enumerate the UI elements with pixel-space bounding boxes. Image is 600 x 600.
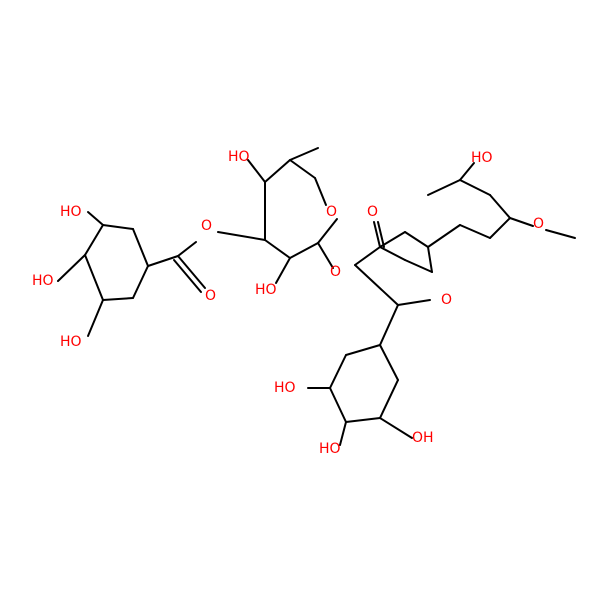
glycosidic-oxygen-label: O — [330, 264, 341, 280]
ketone-oxygen-label: O — [367, 204, 378, 220]
oh-galloyl-bottom-label: HO — [60, 334, 82, 350]
oh-sugar-bottom-label: HO — [255, 282, 277, 298]
b-ring-oh-bond-52 — [339, 421, 347, 446]
chromone-bond-32 — [397, 299, 431, 306]
a-ring-bond-37 — [489, 217, 511, 239]
galloyl-oh-bond-23 — [57, 254, 86, 282]
a-ring-bond-36 — [459, 224, 491, 239]
b-ring-oh-bond-53 — [379, 417, 413, 439]
oh-galloyl-top-label: HO — [60, 204, 82, 220]
b-ring-bond-48 — [345, 417, 381, 423]
oh-bring-right-label: OH — [412, 430, 434, 446]
methoxy-oxygen-label: O — [533, 216, 544, 232]
sugar-bond-3 — [317, 218, 338, 244]
sugar-bond-1 — [289, 159, 316, 179]
galloyl-ring-bond-20 — [102, 297, 134, 301]
galloyl-ring-bond-18 — [84, 224, 104, 256]
oh-bring-left-label: HO — [274, 380, 296, 396]
a-ring-bond-40 — [427, 179, 461, 196]
galloyl-ring-bond-19 — [84, 254, 104, 301]
sugar-ring-oxygen-label: O — [326, 204, 337, 220]
a-ring-bond-35 — [427, 224, 461, 248]
oh-bring-mid-label: HO — [319, 441, 341, 457]
sugar-bond-2 — [314, 177, 327, 206]
chromone-bond-28 — [427, 246, 433, 273]
galloyl-ring-bond-16 — [132, 228, 149, 267]
sugar-bond-0 — [264, 159, 291, 183]
chromone-bond-29 — [404, 231, 429, 248]
sugar-oh-bond-8 — [247, 159, 266, 183]
b-ring-bond-50 — [379, 344, 399, 381]
glycosidic-bond-11 — [317, 242, 334, 269]
methoxy-bond-42 — [509, 217, 534, 227]
oh-galloyl-mid-label: HO — [32, 273, 54, 289]
bonds-layer — [57, 147, 576, 446]
galloyl-oh-bond-22 — [87, 211, 104, 226]
sugar-oh-bond-10 — [275, 257, 291, 284]
b-ring-bond-49 — [379, 379, 399, 419]
chromone-bond-25 — [354, 246, 381, 266]
carbonyl-bond-13 — [177, 255, 206, 289]
chromone-bond-27 — [404, 259, 433, 273]
chromone-oh-bond-41 — [459, 162, 475, 181]
oh-sugar-top-label: HO — [228, 149, 250, 165]
atom-labels-layer: HO HO O O O O O O HO O HO HO HO HO HO OH — [32, 149, 544, 457]
galloyl-ring-bond-17 — [102, 224, 134, 230]
galloyl-ring-bond-21 — [132, 265, 149, 299]
b-ring-bond-47 — [329, 387, 347, 423]
oh-chromone-5-label: HO — [471, 150, 493, 166]
ester-o-bond-9 — [217, 231, 266, 241]
ketone-bond-34 — [377, 221, 385, 248]
b-ring-bond-46 — [329, 354, 347, 389]
chromone-bond-31 — [354, 264, 399, 306]
b-ring-bond-44 — [379, 304, 399, 346]
carbonyl-bond-14 — [173, 259, 202, 293]
ester-oxygen-label: O — [201, 218, 212, 234]
a-ring-bond-38 — [489, 194, 511, 219]
b-ring-bond-45 — [345, 344, 381, 356]
ester-bond-12 — [177, 241, 197, 257]
methyl-bond-7 — [289, 147, 319, 161]
ester-bond-15 — [147, 255, 179, 267]
chromone-bond-26 — [379, 246, 406, 261]
galloyl-oh-bond-24 — [87, 299, 104, 337]
chromone-ring-oxygen-label: O — [441, 292, 452, 308]
methyl-methoxy-bond-43 — [545, 229, 576, 239]
sugar-bond-5 — [264, 239, 291, 259]
ketone-bond-33 — [373, 221, 381, 248]
ester-carbonyl-oxygen-label: O — [205, 288, 216, 304]
a-ring-bond-39 — [459, 179, 491, 196]
sugar-bond-4 — [289, 242, 319, 259]
